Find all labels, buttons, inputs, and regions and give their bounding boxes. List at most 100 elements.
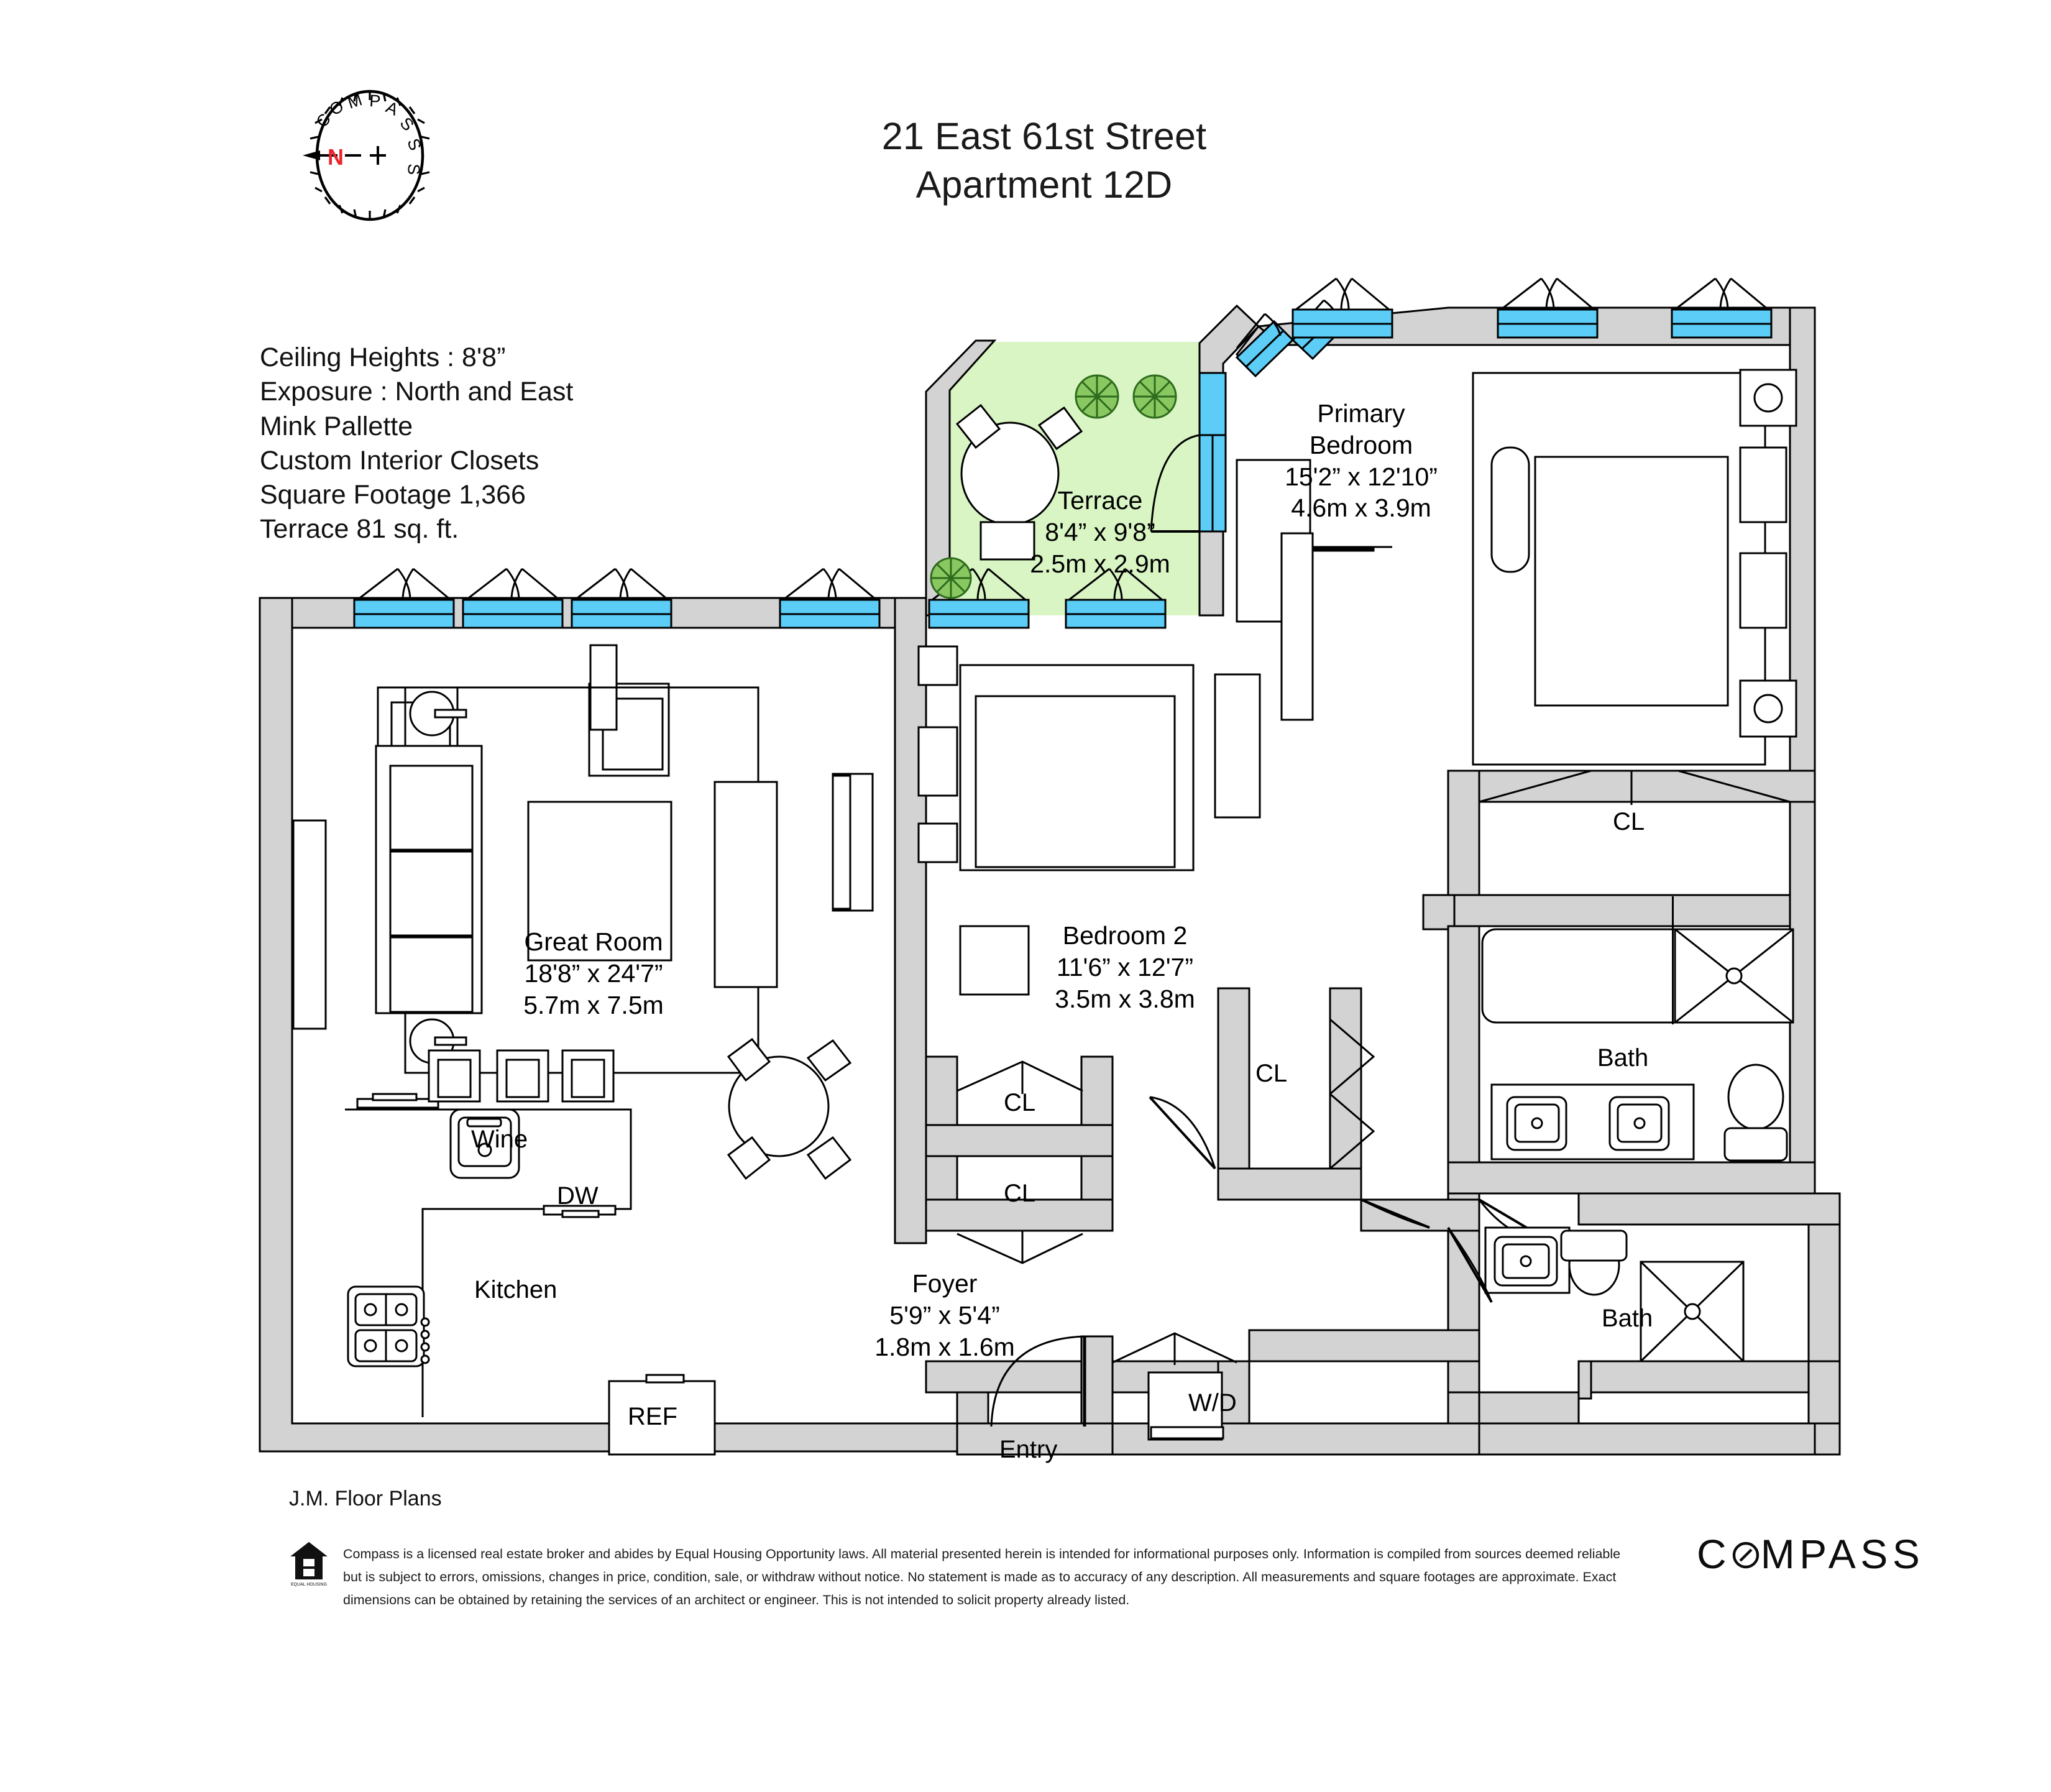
room-label-bedroom-2: Bedroom 2 11'6” x 12'7” 3.5m x 3.8m [1026,920,1224,1014]
toilet-tank-icon-2 [1560,1229,1628,1262]
plan-title: 21 East 61st Street Apartment 12D [733,112,1355,209]
cabinet-icon [292,819,327,1030]
kitchen-fixtures [345,1049,716,1456]
side-table-round-2 [409,1018,455,1064]
great-room-name: Great Room [524,927,663,956]
room-label-foyer: Foyer 5'9” x 5'4” 1.8m x 1.6m [851,1268,1038,1362]
compass-brand-logo: C MPASS [1697,1530,1924,1578]
toilet-bowl-icon [1727,1064,1784,1131]
svg-text:S: S [397,114,418,134]
label-entry: Entry [999,1436,1058,1463]
svg-text:P: P [369,91,382,111]
label-bath-secondary: Bath [1602,1305,1653,1332]
spec-terrace-area: Terrace 81 sq. ft. [260,514,459,544]
bath-door-swing-2 [1447,1227,1493,1303]
equal-housing-opportunity-icon: EQUAL HOUSING [290,1542,328,1587]
shower-primary-icon [1674,928,1794,1024]
vanity-counter-icon-2 [1484,1226,1571,1294]
secondary-bath-fixtures [1484,1226,1745,1362]
bar-stool-icon-3 [561,1049,615,1103]
specifications-list: Ceiling Heights : 8'8” Exposure : North … [260,341,573,547]
bath-door-swing-1 [1478,1199,1548,1241]
bedroom2-name: Bedroom 2 [1062,921,1188,950]
hall-cabinet [1280,532,1314,721]
door-swings [990,1096,1430,1427]
bedroom2-dim-ft: 11'6” x 12'7” [1056,952,1193,981]
foyer-name: Foyer [912,1269,978,1298]
vanity-counter-icon [1490,1083,1695,1160]
great-room-dim-ft: 18'8” x 24'7” [524,958,663,988]
floor-plan-credit: J.M. Floor Plans [289,1487,442,1510]
window-primary-north-3 [1671,277,1773,339]
brand-slashed-o-icon [1731,1539,1761,1569]
label-closet-foyer-upper: CL [1004,1089,1036,1116]
dining-table-icon [728,1055,830,1157]
bed2-side-table-icon [959,925,1030,996]
armchair-icon-1 [377,686,459,779]
primary-name-line1: Primary [1317,399,1405,428]
window-bedroom2-1 [928,567,1030,629]
spec-ceiling-heights: Ceiling Heights : 8'8” [260,342,506,372]
bed2-nightstand-2 [917,822,958,863]
primary-dim-ft: 15'2” x 12'10” [1285,462,1438,491]
spec-square-footage: Square Footage 1,366 [260,480,526,510]
bed2-dresser-icon [1214,673,1261,819]
label-refrigerator: REF [628,1403,677,1430]
compass-axis [319,146,386,165]
primary-dim-m: 4.6m x 3.9m [1291,494,1431,523]
window-primary-west [1198,434,1227,533]
terrace-dim-m: 2.5m x 2.9m [1030,549,1170,578]
label-closet-foyer-lower: CL [1004,1180,1036,1207]
foyer-dim-ft: 5'9” x 5'4” [889,1300,1000,1330]
spec-palette: Mink Pallette [260,411,413,441]
primary-bed-icon [1472,372,1766,766]
window-primary-north-2 [1497,277,1599,339]
terrace-dim-ft: 8'4” x 9'8” [1045,517,1155,546]
room-label-primary-bedroom: Primary Bedroom 15'2” x 12'10” 4.6m x 3.… [1249,398,1473,524]
sink-icon-1 [1506,1096,1567,1151]
compass-needle-icon [303,150,320,160]
console-icon [713,781,778,988]
shelf-icon [832,773,874,912]
bar-stool-icon-2 [496,1049,549,1103]
primary-nightstand-2 [1739,679,1797,738]
compass-north-label: N [328,144,344,170]
title-line-address: 21 East 61st Street [881,115,1207,157]
armchair-icon-2 [588,682,670,777]
brand-letter-c: C [1697,1531,1732,1577]
dining-chair-icon-3 [727,1136,771,1180]
room-label-great-room: Great Room 18'8” x 24'7” 5.7m x 7.5m [491,926,696,1021]
brand-letters-mpass: MPASS [1760,1531,1925,1577]
terrace-chair-icon-2 [1037,406,1083,451]
foyer-dim-m: 1.8m x 1.6m [874,1332,1015,1361]
primary-mattress-icon [1534,456,1729,707]
window-terrace-door [1198,372,1227,436]
svg-text:S: S [404,163,423,175]
primary-bath-fixtures [1481,896,1794,1162]
primary-lamp-1 [1739,446,1787,523]
dining-chair-icon-4 [806,1136,852,1180]
label-dishwasher: DW [557,1182,599,1210]
great-room-dim-m: 5.7m x 7.5m [523,990,664,1019]
sofa-icon [375,745,483,1014]
label-closet-hall: CL [1255,1060,1288,1087]
label-kitchen: Kitchen [474,1276,557,1303]
toilet-tank-icon [1723,1127,1788,1162]
window-great-room-4 [779,567,881,629]
label-closet-primary: CL [1613,808,1645,835]
side-table-icon [589,644,618,731]
svg-text:EQUAL HOUSING: EQUAL HOUSING [291,1583,327,1587]
bed2-nightstand-1 [917,645,958,686]
primary-closet-doors [1479,770,1791,805]
title-line-unit: Apartment 12D [915,163,1173,206]
dining-set [727,1037,852,1180]
window-great-room-3 [571,567,672,629]
bed2-mattress-icon [975,695,1176,868]
window-primary-angled-2 [1291,299,1346,361]
range-icon [347,1285,425,1367]
sink-icon-2 [1608,1096,1670,1151]
sink-icon-3 [1494,1236,1558,1287]
primary-name-line2: Bedroom [1309,430,1413,459]
